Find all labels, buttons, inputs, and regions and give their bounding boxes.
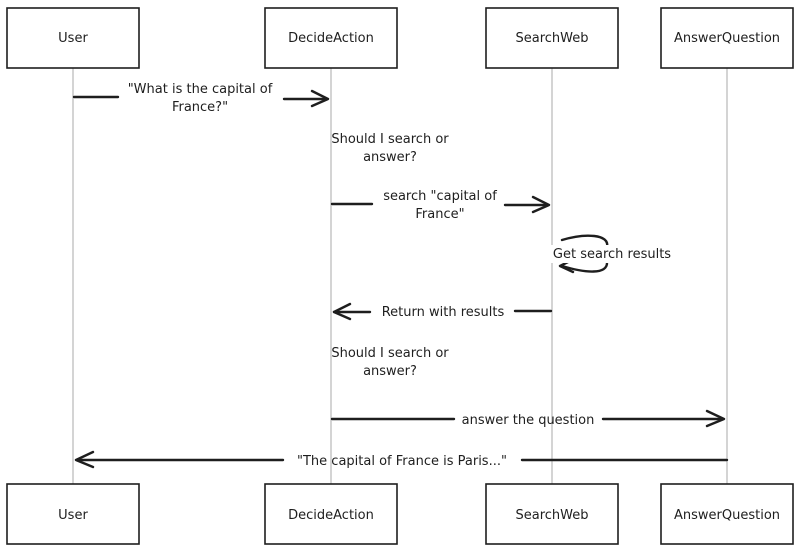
participant-decide-action-bottom: DecideAction — [264, 483, 398, 545]
note-label: Should I search or — [331, 132, 449, 147]
participant-label: User — [58, 508, 88, 523]
arrow-head-icon — [310, 89, 330, 108]
participant-label: DecideAction — [288, 508, 374, 523]
self-message-search-web: Get search results — [550, 234, 674, 274]
label-background — [550, 245, 674, 263]
participant-label: AnswerQuestion — [674, 31, 780, 46]
participant-label: SearchWeb — [515, 31, 588, 46]
arrow-head-icon — [74, 450, 95, 469]
participants-bottom: User DecideAction SearchWeb AnswerQuesti… — [6, 483, 794, 545]
participant-answer-question-top: AnswerQuestion — [660, 7, 794, 69]
message-label: France" — [415, 207, 464, 222]
participants-top: User DecideAction SearchWeb AnswerQuesti… — [6, 7, 794, 69]
message-decide-action-to-answer-question: answer the question — [330, 409, 726, 428]
lifelines — [72, 68, 728, 484]
participant-label: DecideAction — [288, 31, 374, 46]
note-decide-action-2: Should I search or answer? — [331, 346, 449, 379]
message-search-web-to-decide-action: Return with results — [332, 302, 553, 321]
note-label: Should I search or — [331, 346, 449, 361]
participant-label: User — [58, 31, 88, 46]
participant-user-top: User — [6, 7, 140, 69]
note-label: answer? — [363, 150, 417, 165]
message-label: "The capital of France is Paris..." — [297, 454, 507, 469]
message-label: search "capital of — [383, 189, 497, 204]
message-label: Return with results — [382, 305, 505, 320]
arrow-head-icon — [332, 302, 352, 321]
note-decide-action-1: Should I search or answer? — [331, 132, 449, 165]
message-decide-action-to-search-web: search "capital of France" — [330, 189, 551, 222]
message-user-to-decide-action: "What is the capital of France?" — [72, 82, 330, 115]
participant-decide-action-top: DecideAction — [264, 7, 398, 69]
self-loop-line — [560, 260, 609, 273]
participant-label: SearchWeb — [515, 508, 588, 523]
participant-search-web-top: SearchWeb — [485, 7, 619, 69]
participant-user-bottom: User — [6, 483, 140, 545]
arrow-head-icon — [531, 195, 551, 214]
note-label: answer? — [363, 364, 417, 379]
message-label: answer the question — [462, 413, 595, 428]
participant-label: AnswerQuestion — [674, 508, 780, 523]
participant-answer-question-bottom: AnswerQuestion — [660, 483, 794, 545]
participant-search-web-bottom: SearchWeb — [485, 483, 619, 545]
self-loop-line — [560, 234, 609, 249]
arrow-head-icon — [705, 409, 726, 428]
message-answer-question-to-user: "The capital of France is Paris..." — [74, 450, 729, 469]
message-label: "What is the capital of — [128, 82, 273, 97]
message-label: France?" — [172, 100, 228, 115]
self-message-label: Get search results — [553, 247, 671, 262]
